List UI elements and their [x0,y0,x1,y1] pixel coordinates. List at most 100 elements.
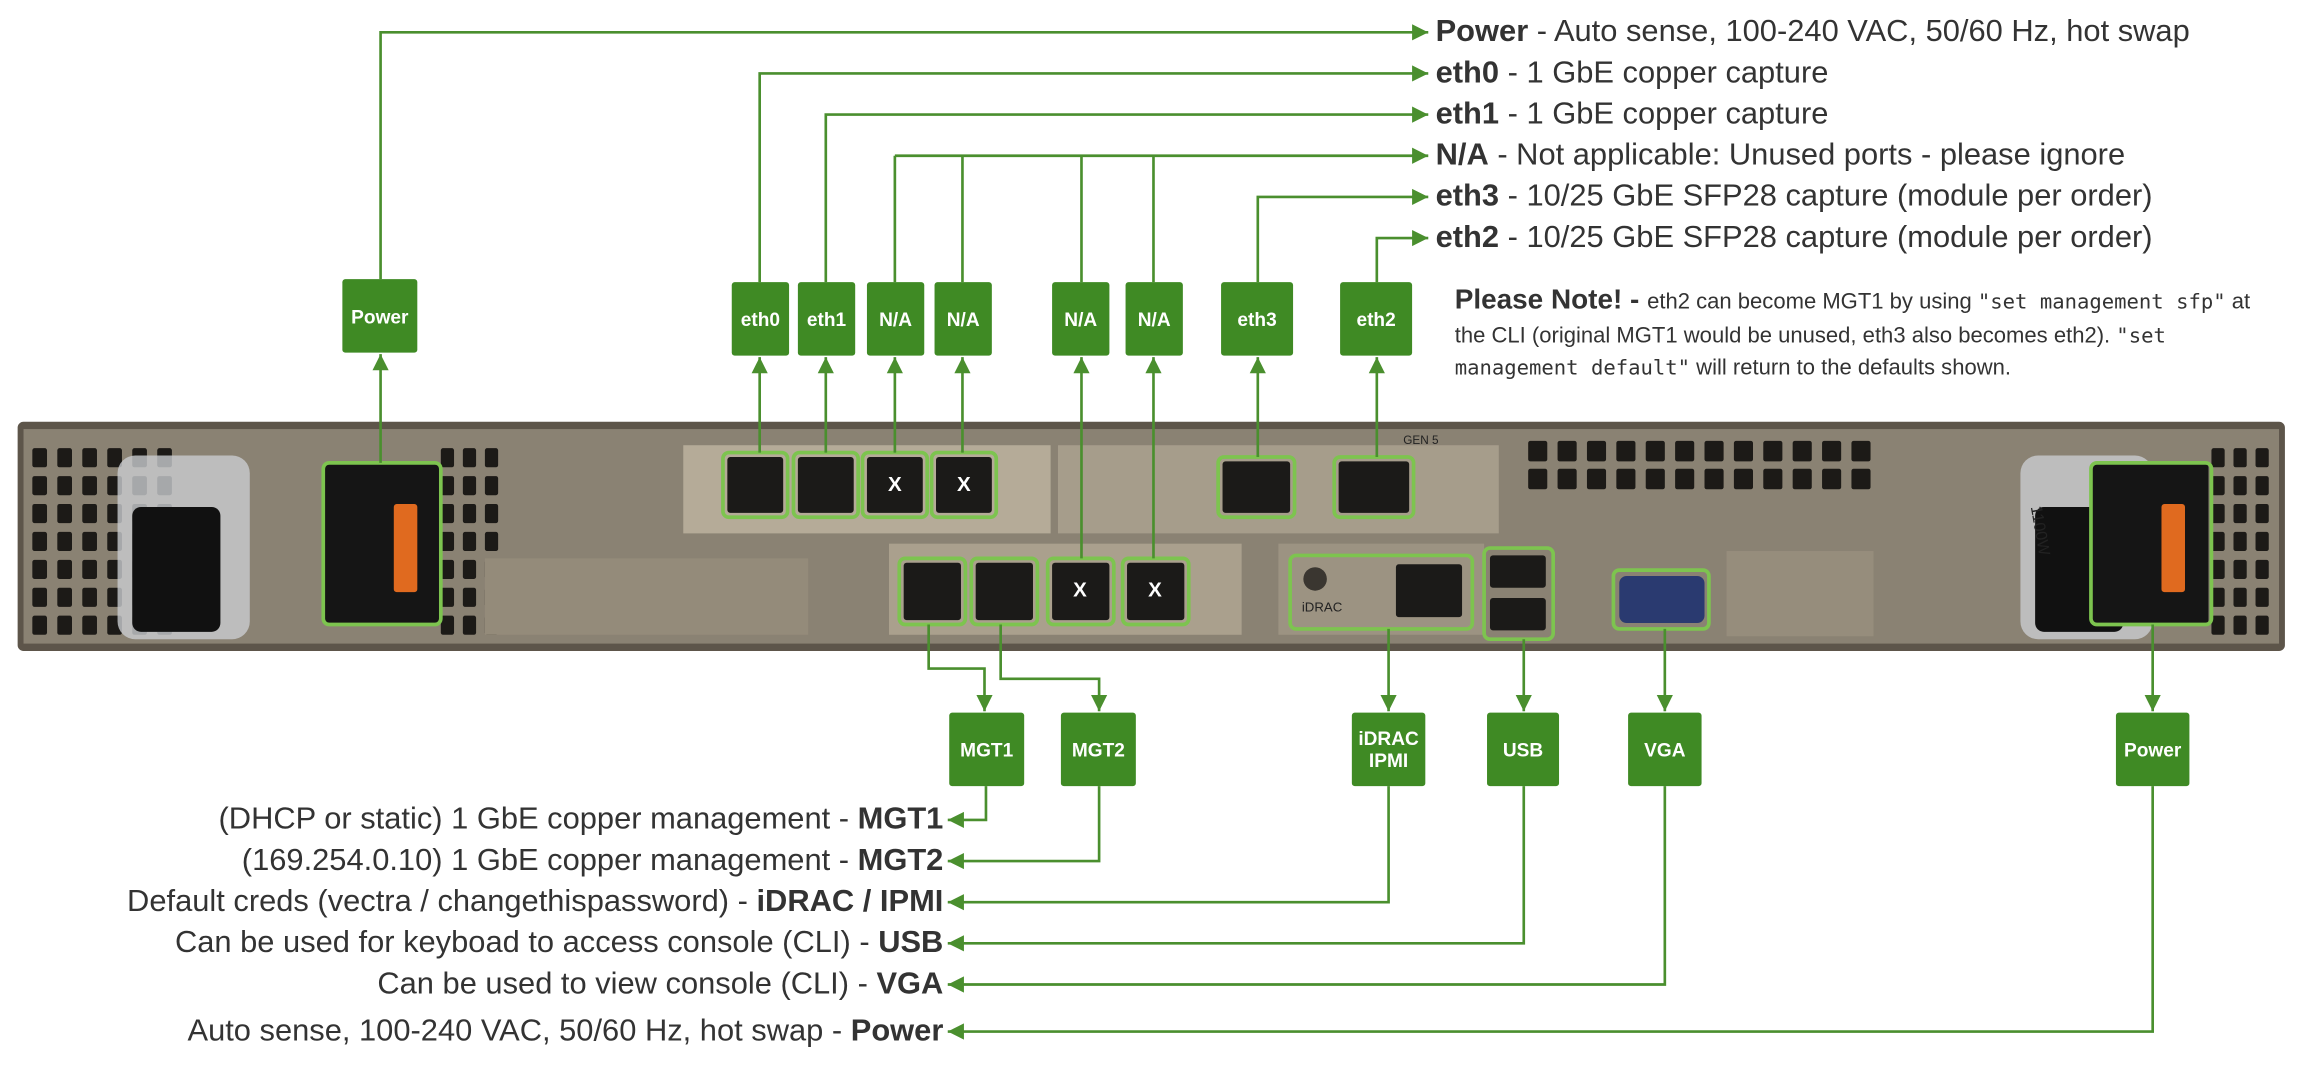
connector-line [947,786,1101,863]
arrowhead [1412,65,1429,82]
vent-hole [2255,476,2269,496]
connector-line [758,72,1429,283]
vent-hole [440,587,455,607]
arrowhead [1412,147,1429,164]
port-highlight [929,450,999,520]
label-box-na: N/A [866,282,925,356]
arrowhead [947,894,964,911]
vent-hole [32,448,48,468]
idrac-indicator [1303,567,1327,591]
port-highlight [721,450,790,520]
label-box-eth2: eth2 [1340,282,1413,356]
vent-hole [1704,440,1724,462]
vent-hole [1733,468,1753,490]
arrowhead [947,976,964,993]
callout-na: N/A - Not applicable: Unused ports - ple… [1435,138,2126,172]
vent-hole [82,448,97,468]
vent-hole [462,504,477,524]
vent-hole [1704,468,1724,490]
arrowhead [947,1023,964,1040]
vent-hole [57,615,73,635]
bottom-port [975,562,1033,621]
vent-hole [82,615,97,635]
vent-hole [440,615,455,635]
vent-hole [2255,531,2269,552]
arrowhead [372,354,389,371]
vent-hole [1763,468,1783,490]
rj45-port [797,456,854,513]
vent-hole [57,531,73,552]
vent-hole [82,504,97,524]
vent-hole [462,476,477,496]
vent-hole [1557,440,1577,462]
arrowhead [1145,357,1162,374]
port-highlight [321,461,443,627]
vent-hole [2211,615,2225,635]
vent-hole [2233,531,2247,552]
vent-hole [32,587,48,607]
vent-hole [1763,440,1783,462]
callout-power-bottom: Auto sense, 100-240 VAC, 50/60 Hz, hot s… [187,1013,944,1048]
arrowhead [947,852,964,870]
arrowhead [1412,188,1429,205]
connector-line [894,154,1429,283]
vent-hole [1528,440,1548,462]
vent-hole [82,476,97,496]
vent-hole [1675,440,1695,462]
connector-line [379,31,1429,280]
idrac-port [1395,564,1463,618]
arrowhead [1091,695,1108,712]
vent-hole [462,531,477,552]
arrowhead [954,357,971,374]
label-box-power-right: Power [2115,712,2190,787]
callout-usb: Can be used for keyboad to access consol… [174,925,944,960]
port-highlight [1216,455,1297,520]
arrowhead [1412,24,1429,41]
bottom-port [903,562,961,621]
label-box-na: N/A [934,282,992,356]
vent-hole [1822,440,1842,462]
vent-hole [440,448,455,468]
power-switch-right [2161,504,2185,593]
label-box-usb: USB [1487,712,1560,787]
arrowhead [817,357,834,374]
arrowhead [1380,695,1397,712]
vent-hole [1528,468,1548,490]
vent-hole [2233,504,2247,524]
vent-hole [2233,559,2247,579]
vent-hole [2211,448,2225,468]
vent-hole [2211,504,2225,524]
sfp28-port-eth3 [1222,461,1291,513]
vent-hole [1645,440,1665,462]
unused-port-mark: X [957,471,971,496]
vent-hole [2233,615,2247,635]
label-box-na: N/A [1052,282,1110,356]
vent-hole [440,559,455,579]
usb-port [1489,598,1546,631]
label-box-na: N/A [1125,282,1183,356]
blank-panel-right [1726,551,1874,637]
gen5-label: GEN 5 [1403,434,1439,447]
vent-hole [107,448,122,468]
vent-hole [57,504,73,524]
vent-hole [484,531,499,552]
label-box-mgt1: MGT1 [949,712,1025,787]
callout-vga: Can be used to view console (CLI) - VGA [377,966,944,1001]
vent-hole [57,587,73,607]
sfp28-port-eth2 [1338,461,1410,513]
vent-hole [1586,440,1607,462]
port-highlight [1611,568,1711,631]
port-highlight [2089,461,2214,627]
arrowhead [1249,357,1266,374]
vent-hole [1675,468,1695,490]
vent-hole [82,587,97,607]
label-box-power-left: Power [342,279,418,353]
arrowhead [2144,695,2161,712]
connector-line [927,624,986,712]
vent-hole [484,504,499,524]
connector-line [1375,236,1429,283]
port-highlight [1482,546,1555,642]
arrowhead [1368,357,1385,374]
